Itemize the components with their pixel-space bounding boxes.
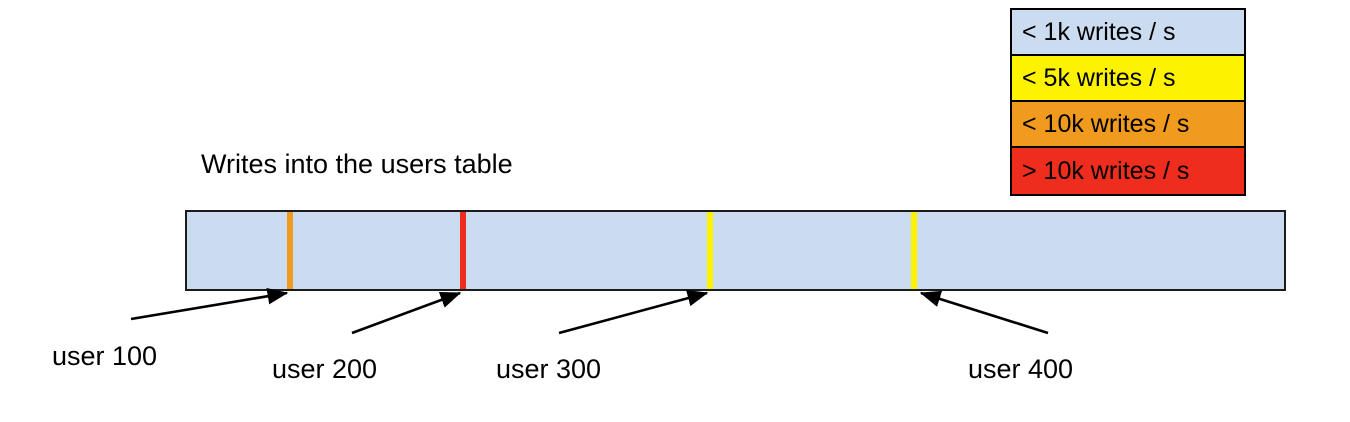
marker-stripe-user-400 xyxy=(911,212,917,289)
chart-title: Writes into the users table xyxy=(201,149,513,179)
legend-item-under-1k: < 1k writes / s xyxy=(1012,10,1244,56)
legend-item-label: < 1k writes / s xyxy=(1022,17,1176,46)
arrow-user-200 xyxy=(351,291,462,335)
label-user-100: user 100 xyxy=(52,341,158,371)
marker-stripe-user-100 xyxy=(287,212,293,289)
marker-stripe-user-200 xyxy=(460,212,466,289)
label-user-300: user 300 xyxy=(496,354,602,384)
arrow-user-400 xyxy=(919,290,1049,335)
label-user-400: user 400 xyxy=(968,354,1074,384)
keyspace-band xyxy=(185,210,1286,291)
marker-stripe-user-300 xyxy=(707,212,713,289)
legend-item-label: < 5k writes / s xyxy=(1022,63,1176,92)
legend-item-over-10k: > 10k writes / s xyxy=(1012,148,1244,194)
arrow-user-300 xyxy=(558,290,709,335)
legend-item-label: < 10k writes / s xyxy=(1022,109,1190,138)
legend-item-under-5k: < 5k writes / s xyxy=(1012,56,1244,102)
legend-item-label: > 10k writes / s xyxy=(1022,156,1190,185)
legend-item-under-10k: < 10k writes / s xyxy=(1012,102,1244,148)
legend: < 1k writes / s < 5k writes / s < 10k wr… xyxy=(1010,8,1246,196)
arrow-user-100 xyxy=(130,287,289,321)
label-user-200: user 200 xyxy=(272,354,378,384)
